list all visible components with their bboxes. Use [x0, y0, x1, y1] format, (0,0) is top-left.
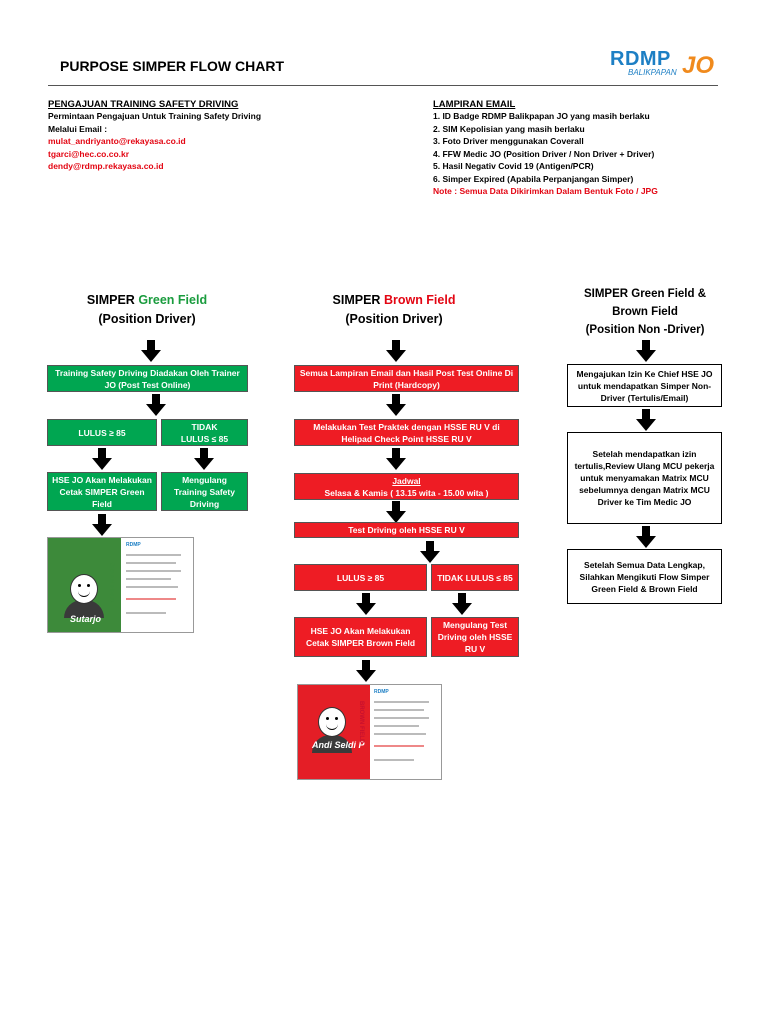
- flow-arrow: [636, 526, 656, 548]
- card-text-line: [374, 745, 424, 747]
- col1-tidak-line1: TIDAK: [191, 421, 218, 432]
- col2-test-driving-box: Test Driving oleh HSSE RU V: [294, 522, 519, 538]
- training-section: PENGAJUAN TRAINING SAFETY DRIVING Permin…: [48, 99, 388, 173]
- lampiran-item: 6. Simper Expired (Apabila Perpanjangan …: [433, 173, 634, 184]
- card-text-line: [126, 586, 178, 588]
- col2-jadwal-title: Jadwal: [392, 475, 421, 486]
- lampiran-item: 1. ID Badge RDMP Balikpapan JO yang masi…: [433, 111, 650, 121]
- col1-heading-simper: SIMPER: [86, 293, 135, 307]
- col1-training-box: Training Safety Driving Diadakan Oleh Tr…: [47, 365, 248, 392]
- col3-heading-line1: SIMPER Green Field &: [583, 288, 707, 300]
- lampiran-item: 4. FFW Medic JO (Position Driver / Non D…: [433, 148, 655, 159]
- flow-arrow: [194, 448, 214, 470]
- col2-jadwal-text: Selasa & Kamis ( 13.15 wita - 15.00 wita…: [324, 487, 489, 498]
- col3-flow-box: Setelah Semua Data Lengkap, Silahkan Men…: [567, 549, 722, 604]
- training-line1: Permintaan Pengajuan Untuk Training Safe…: [48, 111, 262, 121]
- flow-arrow: [146, 394, 166, 416]
- col1-ulang-box: Mengulang Training Safety Driving: [161, 472, 248, 511]
- card-text-line: [126, 570, 181, 572]
- col2-jadwal-box: Jadwal Selasa & Kamis ( 13.15 wita - 15.…: [294, 473, 519, 500]
- col3-heading-line2: Brown Field: [612, 306, 678, 318]
- flow-arrow: [636, 409, 656, 431]
- logo-balikpapan-text: BALIKPAPAN: [628, 68, 677, 77]
- card-logo-text: RDMP: [374, 689, 389, 695]
- email-link[interactable]: tgarci@hec.co.co.kr: [48, 148, 130, 159]
- flow-arrow: [356, 593, 376, 615]
- col2-ulang-box: Mengulang Test Driving oleh HSSE RU V: [431, 617, 519, 657]
- card-text-line: [126, 598, 176, 600]
- simper-brown-card-image: Andi Seldi P BROWN FIELD RDMP: [297, 684, 442, 780]
- lampiran-item: 2. SIM Kepolisian yang masih berlaku: [433, 123, 585, 134]
- col2-tidak-box: TIDAK LULUS ≤ 85: [431, 564, 519, 591]
- col1-tidak-box: TIDAK LULUS ≤ 85: [161, 419, 248, 446]
- card-text-line: [374, 717, 429, 719]
- training-heading: PENGAJUAN TRAINING SAFETY DRIVING: [48, 99, 239, 110]
- col1-heading-type: Green Field: [138, 293, 208, 307]
- logo-rdmp-text: RDMP: [610, 48, 671, 70]
- card-text-line: [374, 759, 414, 761]
- col2-praktek-box: Melakukan Test Praktek dengan HSSE RU V …: [294, 419, 519, 446]
- card-text-line: [374, 733, 426, 735]
- page-title: PURPOSE SIMPER FLOW CHART: [60, 58, 285, 74]
- col2-heading-simper: SIMPER: [332, 293, 381, 307]
- flow-arrow: [386, 501, 406, 523]
- card-text-line: [126, 562, 176, 564]
- col3-mcu-box: Setelah mendapatkan izin tertulis,Review…: [567, 432, 722, 524]
- flow-arrow: [356, 660, 376, 682]
- email-link[interactable]: mulat_andriyanto@rekayasa.co.id: [48, 136, 186, 146]
- rdmp-logo: RDMP BALIKPAPAN JO: [610, 48, 720, 84]
- flow-arrow: [386, 394, 406, 416]
- flow-arrow: [386, 448, 406, 470]
- flow-arrow: [452, 593, 472, 615]
- col1-lulus-box: LULUS ≥ 85: [47, 419, 157, 446]
- card-text-line: [374, 709, 424, 711]
- training-line2: Melalui Email :: [48, 123, 108, 134]
- col2-lulus-box: LULUS ≥ 85: [294, 564, 427, 591]
- card-person-body: [312, 735, 352, 753]
- card-vertical-label: BROWN FIELD: [358, 701, 364, 744]
- col2-heading-position: (Position Driver): [345, 312, 443, 326]
- simper-green-card-image: Sutarjo GREEN FIELD RDMP: [47, 537, 194, 633]
- header-divider: [48, 85, 718, 86]
- email-link[interactable]: dendy@rdmp.rekayasa.co.id: [48, 161, 164, 171]
- card-logo-text: RDMP: [126, 542, 141, 548]
- card-text-line: [374, 725, 419, 727]
- card-text-line: [126, 554, 181, 556]
- card-holder-name: Sutarjo: [70, 614, 102, 624]
- col2-heading-type: Brown Field: [383, 293, 456, 307]
- card-person-body: [64, 600, 104, 618]
- col2-print-box: Semua Lampiran Email dan Hasil Post Test…: [294, 365, 519, 392]
- flow-arrow: [636, 340, 656, 362]
- card-vertical-label: GREEN FIELD: [108, 562, 114, 603]
- lampiran-item: 3. Foto Driver menggunakan Coverall: [433, 136, 584, 146]
- flow-arrow: [92, 448, 112, 470]
- card-text-line: [374, 701, 429, 703]
- smiley-face-icon: [70, 574, 98, 604]
- col2-heading: SIMPER Brown Field (Position Driver): [294, 291, 494, 329]
- col2-hse-box: HSE JO Akan Melakukan Cetak SIMPER Brown…: [294, 617, 427, 657]
- smiley-face-icon: [318, 707, 346, 737]
- card-text-line: [126, 612, 166, 614]
- col1-heading: SIMPER Green Field (Position Driver): [47, 291, 247, 329]
- lampiran-heading: LAMPIRAN EMAIL: [433, 99, 516, 110]
- col1-tidak-line2: LULUS ≤ 85: [180, 433, 229, 444]
- flow-arrow: [92, 514, 112, 536]
- col3-izin-box: Mengajukan Izin Ke Chief HSE JO untuk me…: [567, 364, 722, 407]
- flow-arrow: [386, 340, 406, 362]
- card-holder-name: Andi Seldi P: [312, 740, 365, 750]
- lampiran-section: LAMPIRAN EMAIL 1. ID Badge RDMP Balikpap…: [433, 99, 733, 198]
- card-text-line: [126, 578, 171, 580]
- col1-hse-box: HSE JO Akan Melakukan Cetak SIMPER Green…: [47, 472, 157, 511]
- flow-arrow: [420, 541, 440, 563]
- col1-heading-position: (Position Driver): [98, 312, 196, 326]
- col3-heading-position: (Position Non -Driver): [585, 324, 705, 336]
- lampiran-note: Note : Semua Data Dikirimkan Dalam Bentu…: [433, 186, 658, 196]
- flow-arrow: [141, 340, 161, 362]
- col3-heading: SIMPER Green Field & Brown Field (Positi…: [545, 285, 745, 339]
- logo-jo-text: JO: [682, 52, 715, 79]
- lampiran-item: 5. Hasil Negativ Covid 19 (Antigen/PCR): [433, 161, 594, 171]
